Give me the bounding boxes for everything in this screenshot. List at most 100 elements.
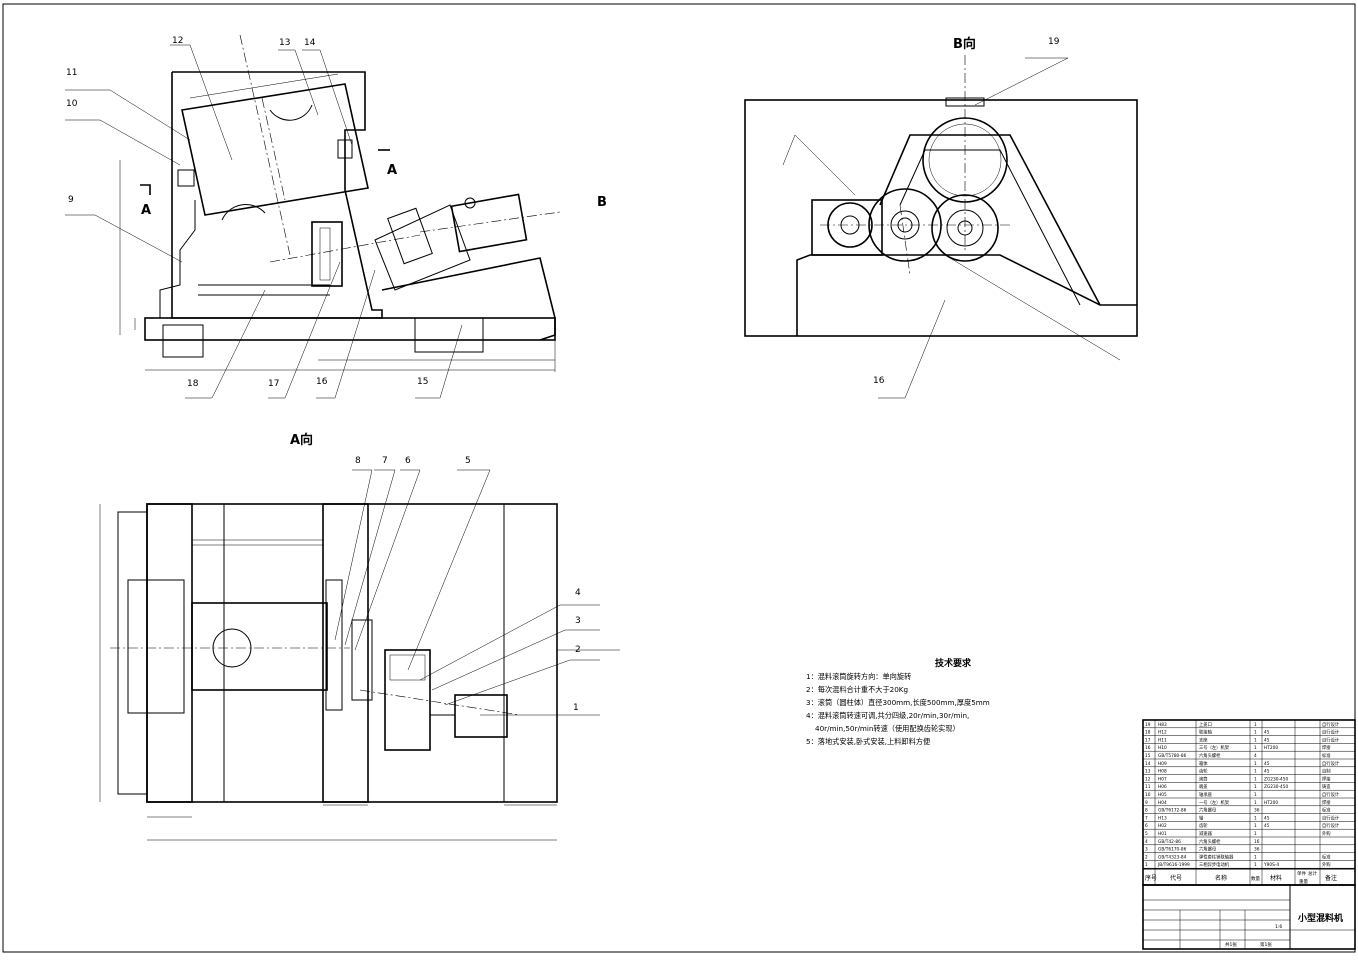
- bom-cell-qty: 1: [1254, 823, 1257, 829]
- bom-cell-code: H13: [1158, 815, 1167, 821]
- bom-cell-remark: 焊接: [1322, 744, 1331, 751]
- bom-cell-qty: 1: [1254, 800, 1257, 806]
- bom-cell-seq: 8: [1145, 808, 1148, 814]
- balloon-11: 11: [66, 68, 77, 78]
- bom-cell-material: Y90S-4: [1263, 862, 1279, 868]
- bom-cell-code: H05: [1158, 792, 1167, 798]
- tech-requirement-line: 2：每次混料合计重不大于20Kg: [806, 685, 908, 694]
- sheet-border: [2, 3, 1356, 953]
- bom-cell-remark: 标准: [1322, 853, 1331, 860]
- bom-cell-name: 齿轮: [1199, 822, 1208, 829]
- balloon-7: 7: [382, 456, 388, 466]
- bom-cell-seq: 10: [1145, 792, 1151, 798]
- view-arrow-b: B: [597, 195, 607, 210]
- bom-cell-code: H01: [1158, 831, 1167, 837]
- bom-cell-seq: 19: [1145, 722, 1151, 728]
- bom-cell-remark: 标准: [1322, 752, 1331, 759]
- bom-cell-code: H83: [1158, 722, 1167, 728]
- bom-cell-seq: 1: [1145, 862, 1148, 868]
- top-view-title: A向: [290, 432, 313, 448]
- bom-cell-seq: 4: [1145, 839, 1148, 845]
- bom-cell-remark: 自行设计: [1322, 736, 1340, 743]
- balloon-1: 1: [573, 703, 579, 713]
- balloon-10: 10: [66, 99, 78, 109]
- balloon-9: 9: [68, 195, 74, 205]
- balloon-16: 16: [316, 377, 328, 387]
- tech-requirement-line: 5：落地式安装,卧式安装,上料卸料方便: [806, 737, 930, 746]
- bom-cell-material: ZG230-450: [1264, 784, 1288, 790]
- bom-cell-qty: 1: [1254, 722, 1257, 728]
- bom-cell-material: 45: [1264, 737, 1270, 743]
- tech-requirement-line: 4：混料滚筒转速可调,共分四级,20r/min,30r/min,: [806, 711, 969, 720]
- bom-cell-name: 联接轴: [1199, 729, 1212, 736]
- bom-cell-seq: 5: [1145, 831, 1148, 837]
- bom-cell-qty: 1: [1254, 737, 1257, 743]
- bom-cell-qty: 1: [1254, 784, 1257, 790]
- bom-cell-name: 三相异步电动机: [1199, 861, 1230, 868]
- sheet-number: 第1张: [1260, 941, 1272, 948]
- bom-cell-remark: 自行设计: [1322, 760, 1340, 767]
- bom-cell-material: 45: [1264, 823, 1270, 829]
- bom-cell-remark: 铸造: [1322, 783, 1331, 790]
- bom-cell-qty: 1: [1254, 862, 1257, 868]
- bom-cell-seq: 17: [1145, 737, 1151, 743]
- section-mark-left: A: [141, 203, 151, 218]
- balloon-19: 19: [1048, 37, 1060, 47]
- section-mark-right: A: [387, 163, 397, 178]
- balloon-4: 4: [575, 588, 581, 598]
- bom-cell-seq: 9: [1145, 800, 1148, 806]
- bom-cell-name: 六角头螺栓: [1199, 838, 1221, 845]
- bom-cell-material: ZG230-450: [1264, 776, 1288, 782]
- balloon-12: 12: [172, 36, 183, 46]
- bom-cell-seq: 2: [1145, 854, 1148, 860]
- bom-cell-material: 45: [1264, 730, 1270, 736]
- bom-cell-code: H11: [1158, 737, 1167, 743]
- bom-cell-remark: 标准: [1322, 807, 1331, 814]
- bom-cell-remark: 自行设计: [1322, 822, 1340, 829]
- bom-cell-name: 六角螺母: [1199, 807, 1217, 814]
- bom-cell-qty: 1: [1254, 730, 1257, 736]
- bom-cell-material: HT200: [1264, 745, 1278, 751]
- bom-cell-qty: 36: [1254, 847, 1260, 853]
- front-view: A A B 11 10 9 12 13 14 18 17 16 15: [65, 34, 607, 399]
- bom-cell-remark: 自行设计: [1322, 721, 1340, 728]
- bom-cell-remark: 外购: [1322, 861, 1331, 868]
- bom-cell-qty: 1: [1254, 761, 1257, 767]
- bom-cell-code: H12: [1158, 730, 1167, 736]
- bom-cell-name: 一号（左）机架: [1199, 799, 1230, 806]
- bom-cell-qty: 36: [1254, 808, 1260, 814]
- balloon-3: 3: [575, 616, 581, 626]
- bom-cell-name: 减速器: [1199, 830, 1213, 837]
- bom-cell-seq: 3: [1145, 847, 1148, 853]
- bom-cell-seq: 13: [1145, 769, 1151, 775]
- bom-cell-code: H04: [1158, 800, 1167, 806]
- tech-requirements: 技术要求 1：混料滚筒旋转方向：单向旋转2：每次混料合计重不大于20Kg3：滚筒…: [806, 657, 990, 746]
- balloon-18: 18: [187, 379, 199, 389]
- bom-cell-name: 支座: [1199, 736, 1208, 743]
- bom-cell-name: 六角螺母: [1199, 846, 1217, 853]
- bom-cell-name: 六角头螺栓: [1199, 752, 1221, 759]
- bom-cell-qty: 4: [1254, 753, 1257, 759]
- bom-cell-code: GB/T42-86: [1158, 839, 1181, 845]
- bom-cell-qty: 1: [1254, 854, 1257, 860]
- bom-cell-code: H10: [1158, 745, 1167, 751]
- side-view: B向 19 16: [744, 36, 1138, 399]
- drawing-title: 小型混料机: [1297, 912, 1343, 924]
- bom-cell-name: 弹性套柱销联轴器: [1199, 853, 1234, 860]
- bom-header-weight: 重量: [1299, 878, 1308, 885]
- bom-cell-code: H06: [1158, 784, 1167, 790]
- bom-header-seq: 序号: [1145, 874, 1157, 882]
- bom-cell-code: H07: [1158, 776, 1167, 782]
- bom-cell-qty: 1: [1254, 815, 1257, 821]
- bom-cell-name: 三号（左）机架: [1199, 744, 1230, 751]
- side-view-title: B向: [953, 36, 976, 52]
- bom-cell-seq: 11: [1145, 784, 1151, 790]
- bom-cell-name: 轴承座: [1199, 791, 1213, 798]
- tech-requirement-line: 1：混料滚筒旋转方向：单向旋转: [806, 672, 911, 681]
- bom-cell-remark: 自行设计: [1322, 791, 1340, 798]
- bom-cell-qty: 1: [1254, 769, 1257, 775]
- bom-cell-name: 轴: [1199, 814, 1203, 821]
- balloon-14: 14: [304, 38, 316, 48]
- bom-cell-qty: 1: [1254, 831, 1257, 837]
